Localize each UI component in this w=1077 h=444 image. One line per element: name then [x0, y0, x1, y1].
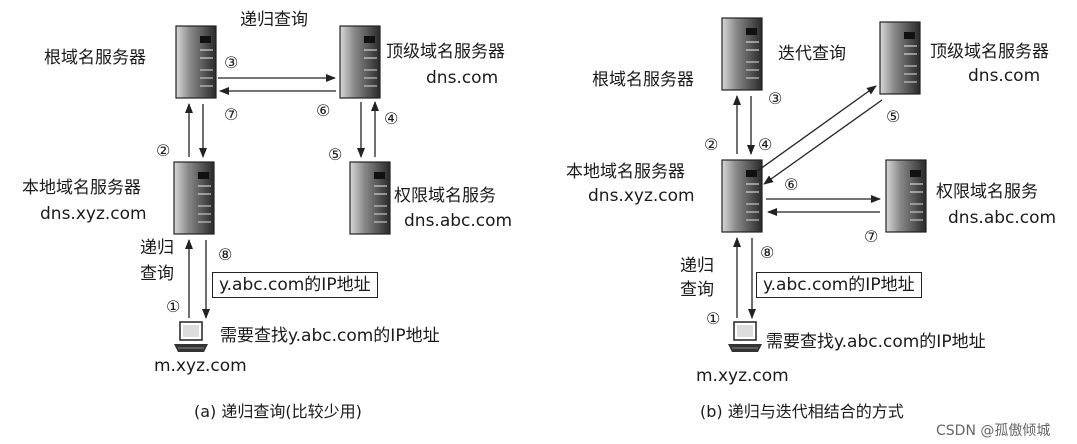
right-diagram — [721, 17, 927, 353]
left-step-5: ⑤ — [328, 145, 343, 164]
left-step-3: ③ — [224, 53, 239, 72]
left-step-6: ⑥ — [316, 101, 331, 120]
left-local-server-icon — [173, 161, 215, 235]
right-auth-sub: dns.abc.com — [948, 208, 1057, 228]
right-auth-server-icon — [885, 159, 927, 233]
right-answer-box: y.abc.com的IP地址 — [756, 272, 922, 298]
right-step-2: ② — [704, 135, 719, 154]
right-step-6: ⑥ — [784, 175, 799, 194]
left-tld-server-icon — [339, 25, 381, 99]
left-step-7: ⑦ — [224, 105, 239, 124]
left-local-sub: dns.xyz.com — [40, 204, 147, 224]
left-step-1: ① — [166, 297, 181, 316]
right-host-name: m.xyz.com — [696, 366, 789, 386]
right-arrow-5 — [763, 99, 883, 185]
right-arrow-3-out — [755, 85, 877, 173]
right-tld-label: 顶级域名服务器 — [930, 42, 1049, 62]
right-step-8: ⑧ — [760, 243, 775, 262]
right-recursive-line2: 查询 — [680, 280, 714, 300]
left-tld-sub: dns.com — [426, 68, 499, 88]
left-root-label: 根域名服务器 — [44, 48, 146, 68]
right-top-label: 迭代查询 — [778, 44, 846, 64]
right-local-sub: dns.xyz.com — [588, 186, 695, 206]
right-tld-server-icon — [879, 21, 921, 95]
left-host-computer-icon — [173, 321, 209, 353]
left-auth-label: 权限域名服务 — [394, 186, 496, 206]
right-step-5: ⑤ — [886, 107, 901, 126]
right-root-label: 根域名服务器 — [592, 70, 694, 90]
left-caption: (a) 递归查询(比较少用) — [194, 402, 362, 421]
left-diagram — [173, 25, 391, 353]
right-root-server-icon — [721, 17, 763, 91]
right-recursive-line1: 递归 — [680, 256, 714, 276]
right-host-request: 需要查找y.abc.com的IP地址 — [766, 332, 986, 352]
right-step-3: ③ — [768, 89, 783, 108]
left-recursive-line2: 查询 — [140, 264, 174, 284]
right-host-computer-icon — [727, 321, 763, 353]
left-root-server-icon — [175, 25, 217, 99]
right-step-4: ④ — [758, 135, 773, 154]
right-caption: (b) 递归与迭代相结合的方式 — [700, 402, 904, 421]
watermark: CSDN @孤傲倾城 — [936, 423, 1051, 439]
left-auth-server-icon — [349, 161, 391, 235]
right-step-7: ⑦ — [864, 227, 879, 246]
left-step-2: ② — [156, 141, 171, 160]
right-step-1: ① — [706, 309, 721, 328]
right-local-label: 本地域名服务器 — [566, 162, 685, 182]
left-tld-label: 顶级域名服务器 — [386, 42, 505, 62]
right-local-server-icon — [721, 159, 763, 233]
left-top-label: 递归查询 — [240, 10, 308, 30]
left-answer-box: y.abc.com的IP地址 — [212, 272, 378, 298]
right-tld-sub: dns.com — [968, 66, 1041, 86]
right-auth-label: 权限域名服务 — [936, 182, 1038, 202]
left-host-request: 需要查找y.abc.com的IP地址 — [220, 326, 440, 346]
left-step-4: ④ — [384, 109, 399, 128]
left-step-8: ⑧ — [218, 245, 233, 264]
left-auth-sub: dns.abc.com — [404, 211, 513, 231]
left-recursive-line1: 递归 — [140, 238, 174, 258]
left-local-label: 本地域名服务器 — [22, 178, 141, 198]
left-host-name: m.xyz.com — [154, 356, 247, 376]
